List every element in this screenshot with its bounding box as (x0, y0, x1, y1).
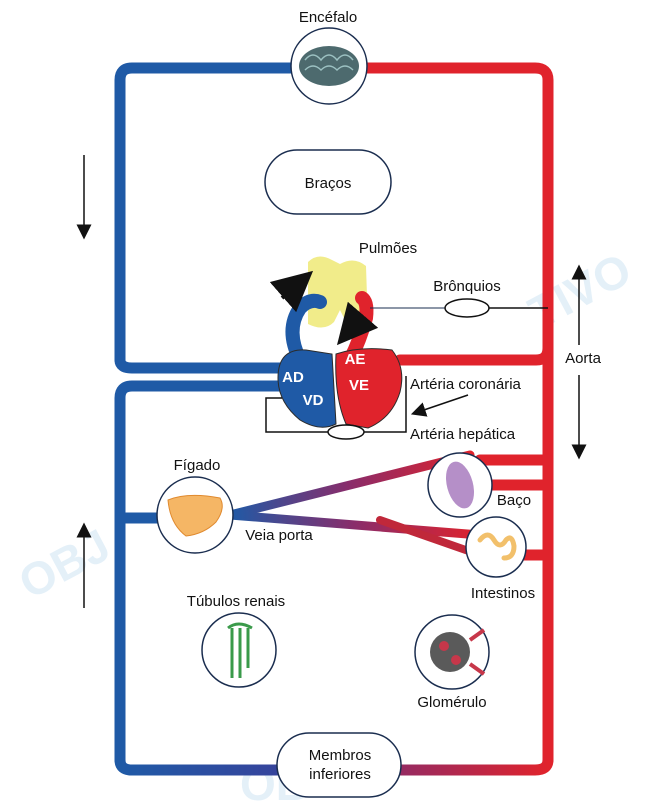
lungs-label: Pulmões (359, 240, 417, 257)
vena-cava-lower (114, 380, 291, 766)
hepatic-label: Artéria hepática (410, 426, 516, 443)
watermark-text-left: OBJ (10, 519, 118, 609)
spleen-label: Baço (497, 492, 531, 509)
lung-flow-arrows (269, 270, 379, 346)
lower-limbs-node: Membros inferiores (276, 732, 402, 798)
coronary-connectors (265, 376, 469, 440)
bronchi: Brônquios (370, 278, 548, 318)
portal-vein-label: Veia porta (245, 527, 313, 544)
portal-upper (225, 450, 475, 520)
aorta-arrows: Aorta (565, 264, 602, 460)
ae-label: AE (345, 351, 366, 368)
watermark-text-right: TIVO (520, 243, 639, 339)
lower-limbs-label-2: inferiores (309, 766, 371, 783)
arms-label: Braços (305, 175, 352, 192)
ve-label: VE (349, 377, 369, 394)
encephalon-node: Encéfalo (290, 9, 368, 105)
arms-node: Braços (264, 149, 392, 215)
upper-right (394, 342, 554, 366)
lower-limbs-label-1: Membros (309, 747, 372, 764)
heart: AD VD AE VE (277, 348, 403, 429)
encephalon-label: Encéfalo (299, 9, 357, 26)
aorta-label: Aorta (565, 350, 602, 367)
glomerulus-node: Glomérulo (414, 614, 490, 711)
bronchi-label: Brônquios (433, 278, 501, 295)
portal-lower (225, 510, 485, 540)
coronary-label: Artéria coronária (410, 376, 522, 393)
ad-label: AD (282, 369, 304, 386)
vena-cava-left (114, 62, 306, 366)
liver-label: Fígado (174, 457, 221, 474)
spleen-node: Baço (427, 452, 531, 518)
liver-node: Fígado (156, 457, 234, 554)
aorta-top (354, 62, 554, 766)
portal-to-intestine (376, 516, 484, 559)
intestine-node: Intestinos (465, 516, 535, 602)
glomerulus-label: Glomérulo (417, 694, 486, 711)
intestine-label: Intestinos (471, 585, 535, 602)
renal-tubules-label: Túbulos renais (187, 593, 285, 610)
renal-tubules-node: Túbulos renais (187, 593, 285, 688)
heart-right-side (277, 349, 337, 428)
vd-label: VD (303, 392, 324, 409)
upper-loop (114, 354, 296, 374)
heart-left-side (335, 348, 403, 429)
